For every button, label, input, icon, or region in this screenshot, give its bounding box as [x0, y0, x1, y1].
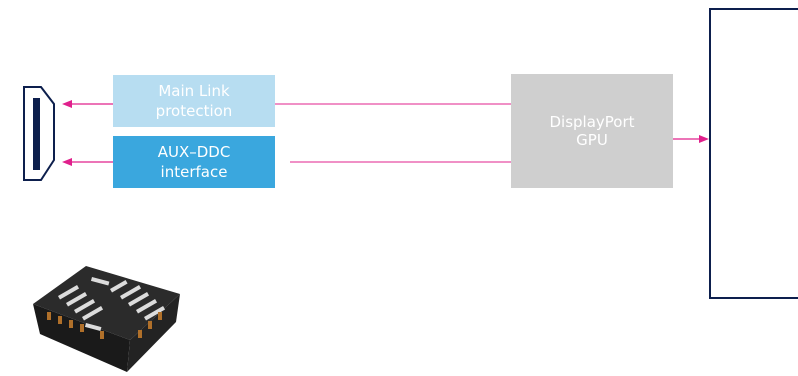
gpu-to-host-arrow: [673, 135, 709, 143]
gpu-label-line1: DisplayPort: [549, 113, 635, 131]
main-link-to-connector-arrow: [62, 100, 113, 108]
displayport-gpu-block: DisplayPort GPU: [511, 74, 673, 188]
aux-to-connector-arrow: [62, 158, 113, 166]
gpu-label-line2: GPU: [576, 131, 608, 149]
displayport-connector-icon: [23, 86, 55, 181]
main-link-protection-block: Main Link protection: [113, 75, 275, 127]
ic-package-icon: [33, 266, 180, 372]
main-link-label-line1: Main Link: [158, 82, 230, 100]
aux-ddc-label-line2: interface: [160, 163, 228, 181]
aux-ddc-label-line1: AUX–DDC: [157, 143, 231, 161]
main-link-label-line2: protection: [155, 102, 233, 120]
aux-ddc-interface-block: AUX–DDC interface: [113, 136, 275, 188]
host-system-box: [709, 8, 798, 299]
